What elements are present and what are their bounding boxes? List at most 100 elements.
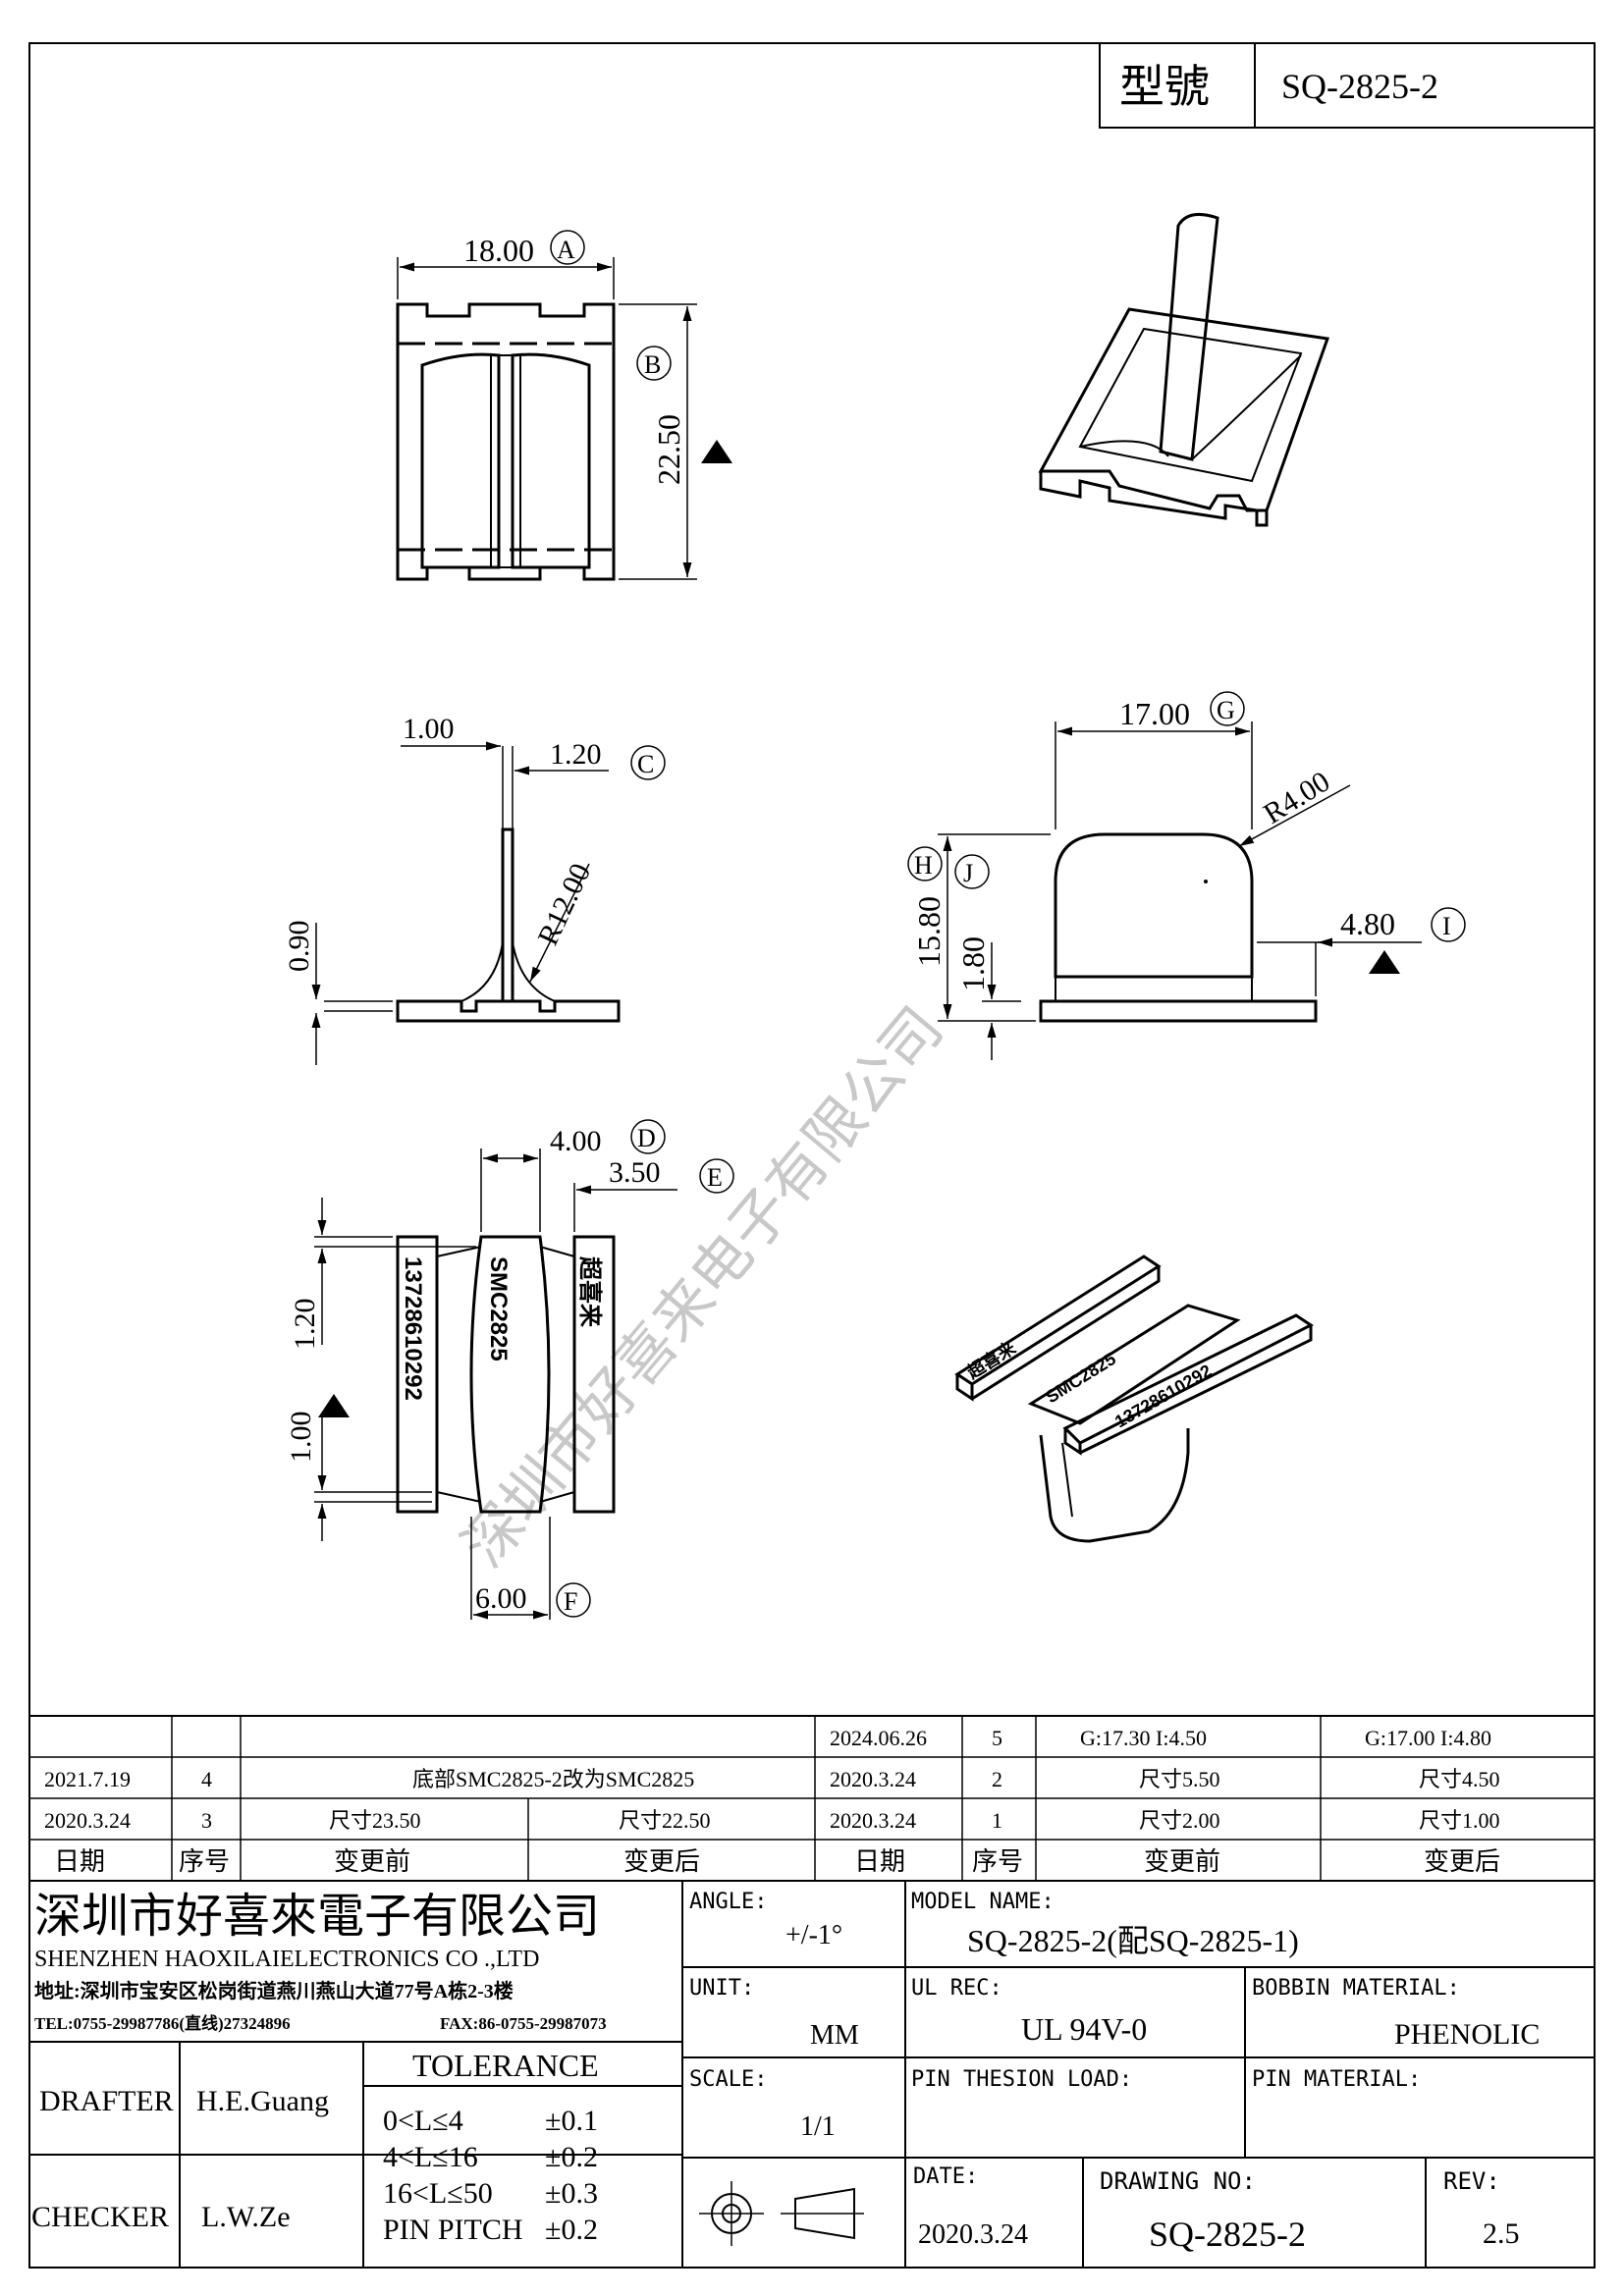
tag-a: A (557, 236, 575, 264)
bobbin-label: BOBBIN MATERIAL: (1252, 1976, 1460, 2001)
pin-material-label: PIN MATERIAL: (1252, 2067, 1421, 2092)
dim-e: 3.50 (609, 1156, 661, 1189)
scale-value: 1/1 (800, 2111, 836, 2142)
rev-before-r1: G:17.30 I:4.50 (1080, 1726, 1207, 1750)
rev-date-r2: 2020.3.24 (830, 1767, 916, 1791)
iso-top-view (1038, 212, 1330, 527)
tag-g: G (1217, 696, 1235, 724)
tag-j: J (963, 859, 973, 887)
checker-value: L.W.Ze (201, 2201, 291, 2233)
company-cn: 深圳市好喜來電子有限公司 (34, 1891, 600, 1943)
rev-after-r3: 尺寸1.00 (1419, 1808, 1500, 1833)
rev-header-no-l: 序号 (179, 1847, 230, 1876)
tag-f: F (564, 1587, 577, 1616)
rev-header-date-l: 日期 (54, 1847, 105, 1876)
watermark: 深圳市好喜来电子有限公司 (450, 994, 956, 1580)
flag-triangle (1369, 950, 1400, 974)
sheet-border (28, 42, 1596, 2269)
iso-bottom-view: 超喜来 SMC2825 13728610292 (954, 1255, 1314, 1543)
tol-range-1: 0<L≤4 (383, 2105, 463, 2137)
dim-090: 0.90 (283, 921, 315, 973)
dim-a: 18.00 (463, 233, 534, 268)
projection-symbol-icon (699, 2181, 864, 2246)
front-view: 17.00 G R4.00 15.80 H 1.80 J 4.80 I (907, 691, 1466, 1060)
radius-4: R4.00 (1258, 766, 1335, 830)
dim-120: 1.20 (289, 1299, 321, 1351)
dim-g: 17.00 (1119, 696, 1190, 731)
top-view: 18.00 A 22.50 B (396, 230, 732, 581)
mark-mid: SMC2825 (485, 1256, 512, 1362)
rev-merged-l2: 底部SMC2825-2改为SMC2825 (412, 1767, 694, 1791)
company-address: 地址:深圳市宝安区松岗街道燕川燕山大道77号A栋2-3楼 (34, 1979, 514, 2002)
rev-date-l2: 2021.7.19 (44, 1767, 131, 1791)
drafter-label: DRAFTER (39, 2085, 174, 2117)
checker-label: CHECKER (31, 2201, 169, 2233)
rev-header-before-r: 变更前 (1144, 1847, 1220, 1876)
rev-after-r2: 尺寸4.50 (1419, 1767, 1500, 1791)
dim-b: 22.50 (651, 414, 686, 485)
company-en: SHENZHEN HAOXILAIELECTRONICS CO .,LTD (34, 1947, 539, 1972)
dim-h: 15.80 (911, 896, 947, 967)
tag-h: H (914, 851, 933, 880)
tag-e: E (707, 1163, 723, 1192)
ul-label: UL REC: (911, 1976, 1002, 2001)
dim-i: 4.80 (1340, 906, 1395, 941)
angle-value: +/-1° (785, 1920, 842, 1950)
unit-value: MM (810, 2020, 859, 2051)
rev-date-r1: 2024.06.26 (830, 1726, 927, 1750)
tag-i: I (1442, 912, 1451, 940)
iso-mark-right: 13728610292 (1111, 1361, 1215, 1431)
model-header: 型號 SQ-2825-2 (1099, 42, 1596, 129)
date-label: DATE: (913, 2164, 978, 2189)
rev-label: REV: (1443, 2167, 1500, 2195)
tolerance-label: TOLERANCE (412, 2048, 599, 2083)
model-value: SQ-2825-2 (1281, 67, 1438, 106)
tol-range-4: PIN PITCH (383, 2214, 523, 2246)
tol-value-3: ±0.3 (545, 2177, 598, 2210)
tol-value-1: ±0.1 (545, 2105, 598, 2137)
tol-value-4: ±0.2 (545, 2214, 598, 2246)
drawing-no-label: DRAWING NO: (1100, 2167, 1256, 2195)
flag-triangle (318, 1394, 350, 1417)
radius-12: R12.00 (531, 859, 597, 950)
rev-after-r1: G:17.00 I:4.80 (1365, 1726, 1491, 1750)
dim-100: 1.00 (285, 1412, 317, 1464)
unit-label: UNIT: (689, 1976, 754, 2001)
model-label: 型號 (1119, 62, 1210, 112)
rev-no-l2: 4 (201, 1767, 212, 1791)
tol-range-3: 16<L≤50 (383, 2177, 493, 2210)
dim-d: 4.00 (550, 1125, 602, 1157)
rev-header-after-l: 变更后 (623, 1847, 700, 1876)
ul-value: UL 94V-0 (1021, 2011, 1147, 2047)
rev-no-r3: 1 (992, 1808, 1002, 1833)
pin-load-label: PIN THESION LOAD: (911, 2067, 1132, 2092)
tol-range-2: 4<L≤16 (383, 2141, 478, 2173)
rev-before-r3: 尺寸2.00 (1139, 1808, 1220, 1833)
drawing-no-value: SQ-2825-2 (1149, 2215, 1306, 2254)
date-value: 2020.3.24 (918, 2219, 1028, 2250)
flag-triangle (701, 440, 732, 463)
dim-j: 1.80 (955, 936, 991, 991)
rev-header-no-r: 序号 (972, 1847, 1023, 1876)
dim-c: 1.20 (550, 738, 602, 771)
tag-b: B (644, 350, 661, 379)
title-block: 深圳市好喜來電子有限公司 SHENZHEN HAOXILAIELECTRONIC… (29, 1881, 1595, 2268)
bobbin-value: PHENOLIC (1394, 2018, 1540, 2051)
rev-date-r3: 2020.3.24 (830, 1808, 916, 1833)
angle-label: ANGLE: (689, 1890, 767, 1914)
drafter-value: H.E.Guang (196, 2085, 329, 2117)
rev-before-r2: 尺寸5.50 (1139, 1767, 1220, 1791)
rev-date-l3: 2020.3.24 (44, 1808, 131, 1833)
tag-c: C (637, 750, 654, 778)
model-name-label: MODEL NAME: (911, 1890, 1055, 1914)
rev-no-l3: 3 (201, 1808, 212, 1833)
dim-f: 6.00 (475, 1582, 527, 1615)
rev-no-r2: 2 (992, 1767, 1002, 1791)
rev-header-date-r: 日期 (854, 1847, 905, 1876)
mark-right: 超喜来 (576, 1256, 604, 1328)
rev-before-l3: 尺寸23.50 (329, 1808, 421, 1833)
tag-d: D (637, 1124, 656, 1152)
model-name-value: SQ-2825-2(配SQ-2825-1) (967, 1923, 1299, 1958)
company-tel: TEL:0755-29987786(直线)27324896 (34, 2013, 291, 2033)
